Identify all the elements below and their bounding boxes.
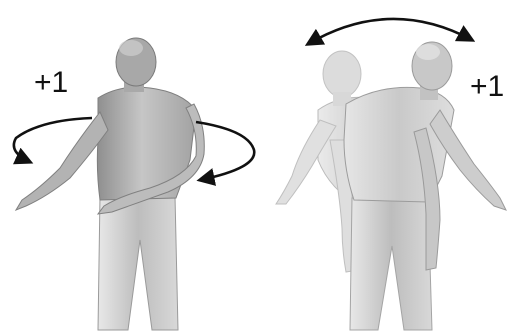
left-figure-legs bbox=[98, 196, 178, 330]
right-rotation-arrow bbox=[308, 19, 472, 44]
left-panel-label: +1 bbox=[34, 68, 68, 98]
right-panel-label: +1 bbox=[470, 72, 504, 102]
right-figure-legs bbox=[350, 198, 432, 330]
left-rotation-arrow-right bbox=[196, 122, 254, 180]
